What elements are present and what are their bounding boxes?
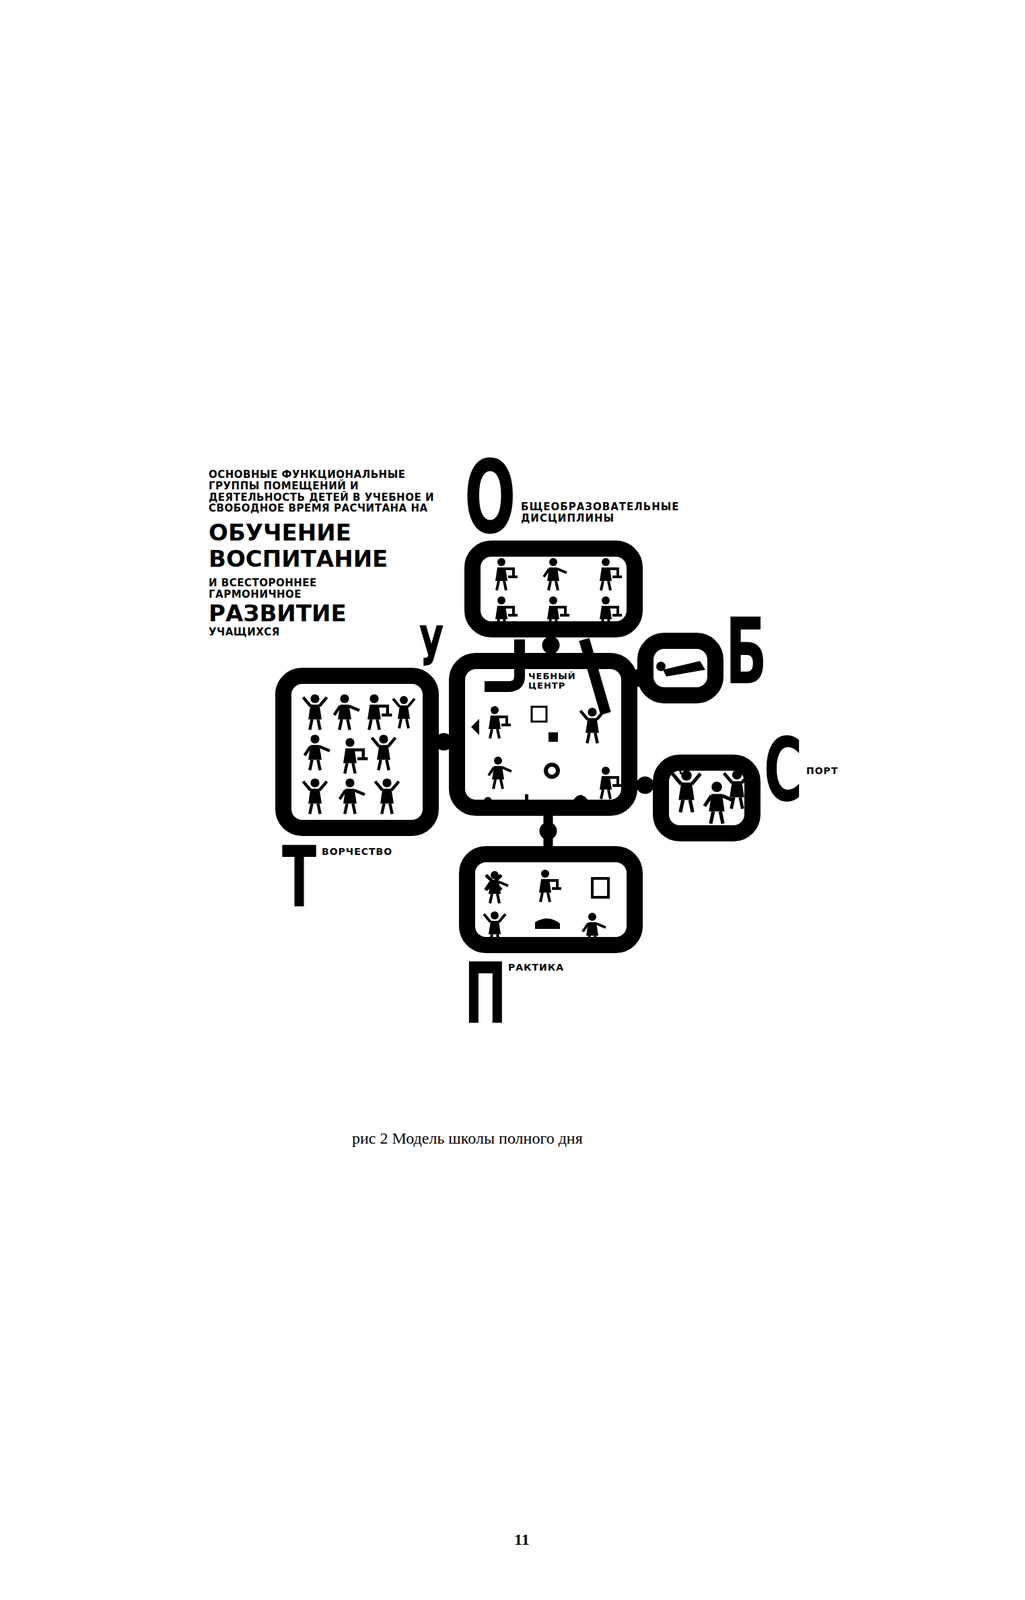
pictogram xyxy=(485,870,509,904)
pictogram xyxy=(545,764,558,777)
pictogram xyxy=(656,661,666,671)
pictogram xyxy=(662,660,706,677)
figure-caption: рис 2 Модель школы полного дня xyxy=(351,1129,583,1148)
pictogram xyxy=(704,781,735,824)
pictogram xyxy=(592,878,609,898)
pictogram xyxy=(393,695,415,729)
headline-word: ОБУЧЕНИЕ xyxy=(208,519,451,546)
initial-letter: Т xyxy=(281,834,317,919)
pictogram xyxy=(672,769,701,812)
pictogram xyxy=(543,557,567,591)
pictogram xyxy=(488,705,511,739)
pictogram xyxy=(584,639,606,714)
pictogram xyxy=(371,734,396,770)
intro-text: ОСНОВНЫЕ ФУНКЦИОНАЛЬНЫЕ ГРУППЫ ПОМЕЩЕНИЙ… xyxy=(208,469,451,515)
headline-word: РАЗВИТИЕ xyxy=(208,600,451,627)
pictogram xyxy=(488,756,512,789)
module-name: ПОРТ xyxy=(806,765,861,776)
module-name: БЩЕОБРАЗОВАТЕЛЬНЫЕ ДИСЦИПЛИНЫ xyxy=(520,501,676,524)
module-box: ПРАКТИКА xyxy=(458,845,643,953)
module-box: УЧЕБНЫЙ ЦЕНТР xyxy=(448,652,638,816)
pictogram xyxy=(304,734,330,770)
headline-word: ВОСПИТАНИЕ xyxy=(208,545,451,573)
initial-letter: П xyxy=(464,950,507,1036)
pictogram xyxy=(599,766,622,799)
module-box: СПОРТ xyxy=(652,754,761,842)
pictogram xyxy=(599,557,622,591)
pictogram xyxy=(302,778,327,814)
pictogram xyxy=(374,778,399,814)
page-number: 11 xyxy=(514,1530,530,1549)
module-box: ТВОРЧЕСТВО xyxy=(275,667,439,836)
module-box: Б xyxy=(637,632,724,704)
pictogram xyxy=(531,706,547,722)
intro-text: УЧАЩИХСЯ xyxy=(208,626,451,639)
pictogram xyxy=(302,693,327,730)
pictogram xyxy=(548,732,558,742)
pictogram xyxy=(471,718,480,735)
initial-letter: Б xyxy=(725,606,768,698)
dot-connector xyxy=(539,813,558,849)
pictogram xyxy=(343,737,368,774)
pictogram xyxy=(339,778,365,814)
module-name: ВОРЧЕСТВО xyxy=(321,846,437,857)
module-name: ЧЕБНЫЙ ЦЕНТР xyxy=(528,671,596,692)
pictogram xyxy=(495,557,518,591)
pictogram xyxy=(535,917,560,929)
intro-text: И ВСЕСТОРОННЕЕ ГАРМОНИЧНОЕ xyxy=(208,577,364,601)
module-name: РАКТИКА xyxy=(508,962,596,973)
pictogram xyxy=(334,693,360,730)
module-box: ОБЩЕОБРАЗОВАТЕЛЬНЫЕ ДИСЦИПЛИНЫ xyxy=(464,540,643,638)
initial-letter: У xyxy=(418,619,445,675)
initial-letter: С xyxy=(763,726,803,814)
pictogram xyxy=(539,869,562,902)
pictogram xyxy=(485,874,502,890)
pictogram xyxy=(367,693,392,730)
intro-block: ОСНОВНЫЕ ФУНКЦИОНАЛЬНЫЕ ГРУППЫ ПОМЕЩЕНИЙ… xyxy=(208,469,451,639)
initial-letter: О xyxy=(464,446,517,548)
